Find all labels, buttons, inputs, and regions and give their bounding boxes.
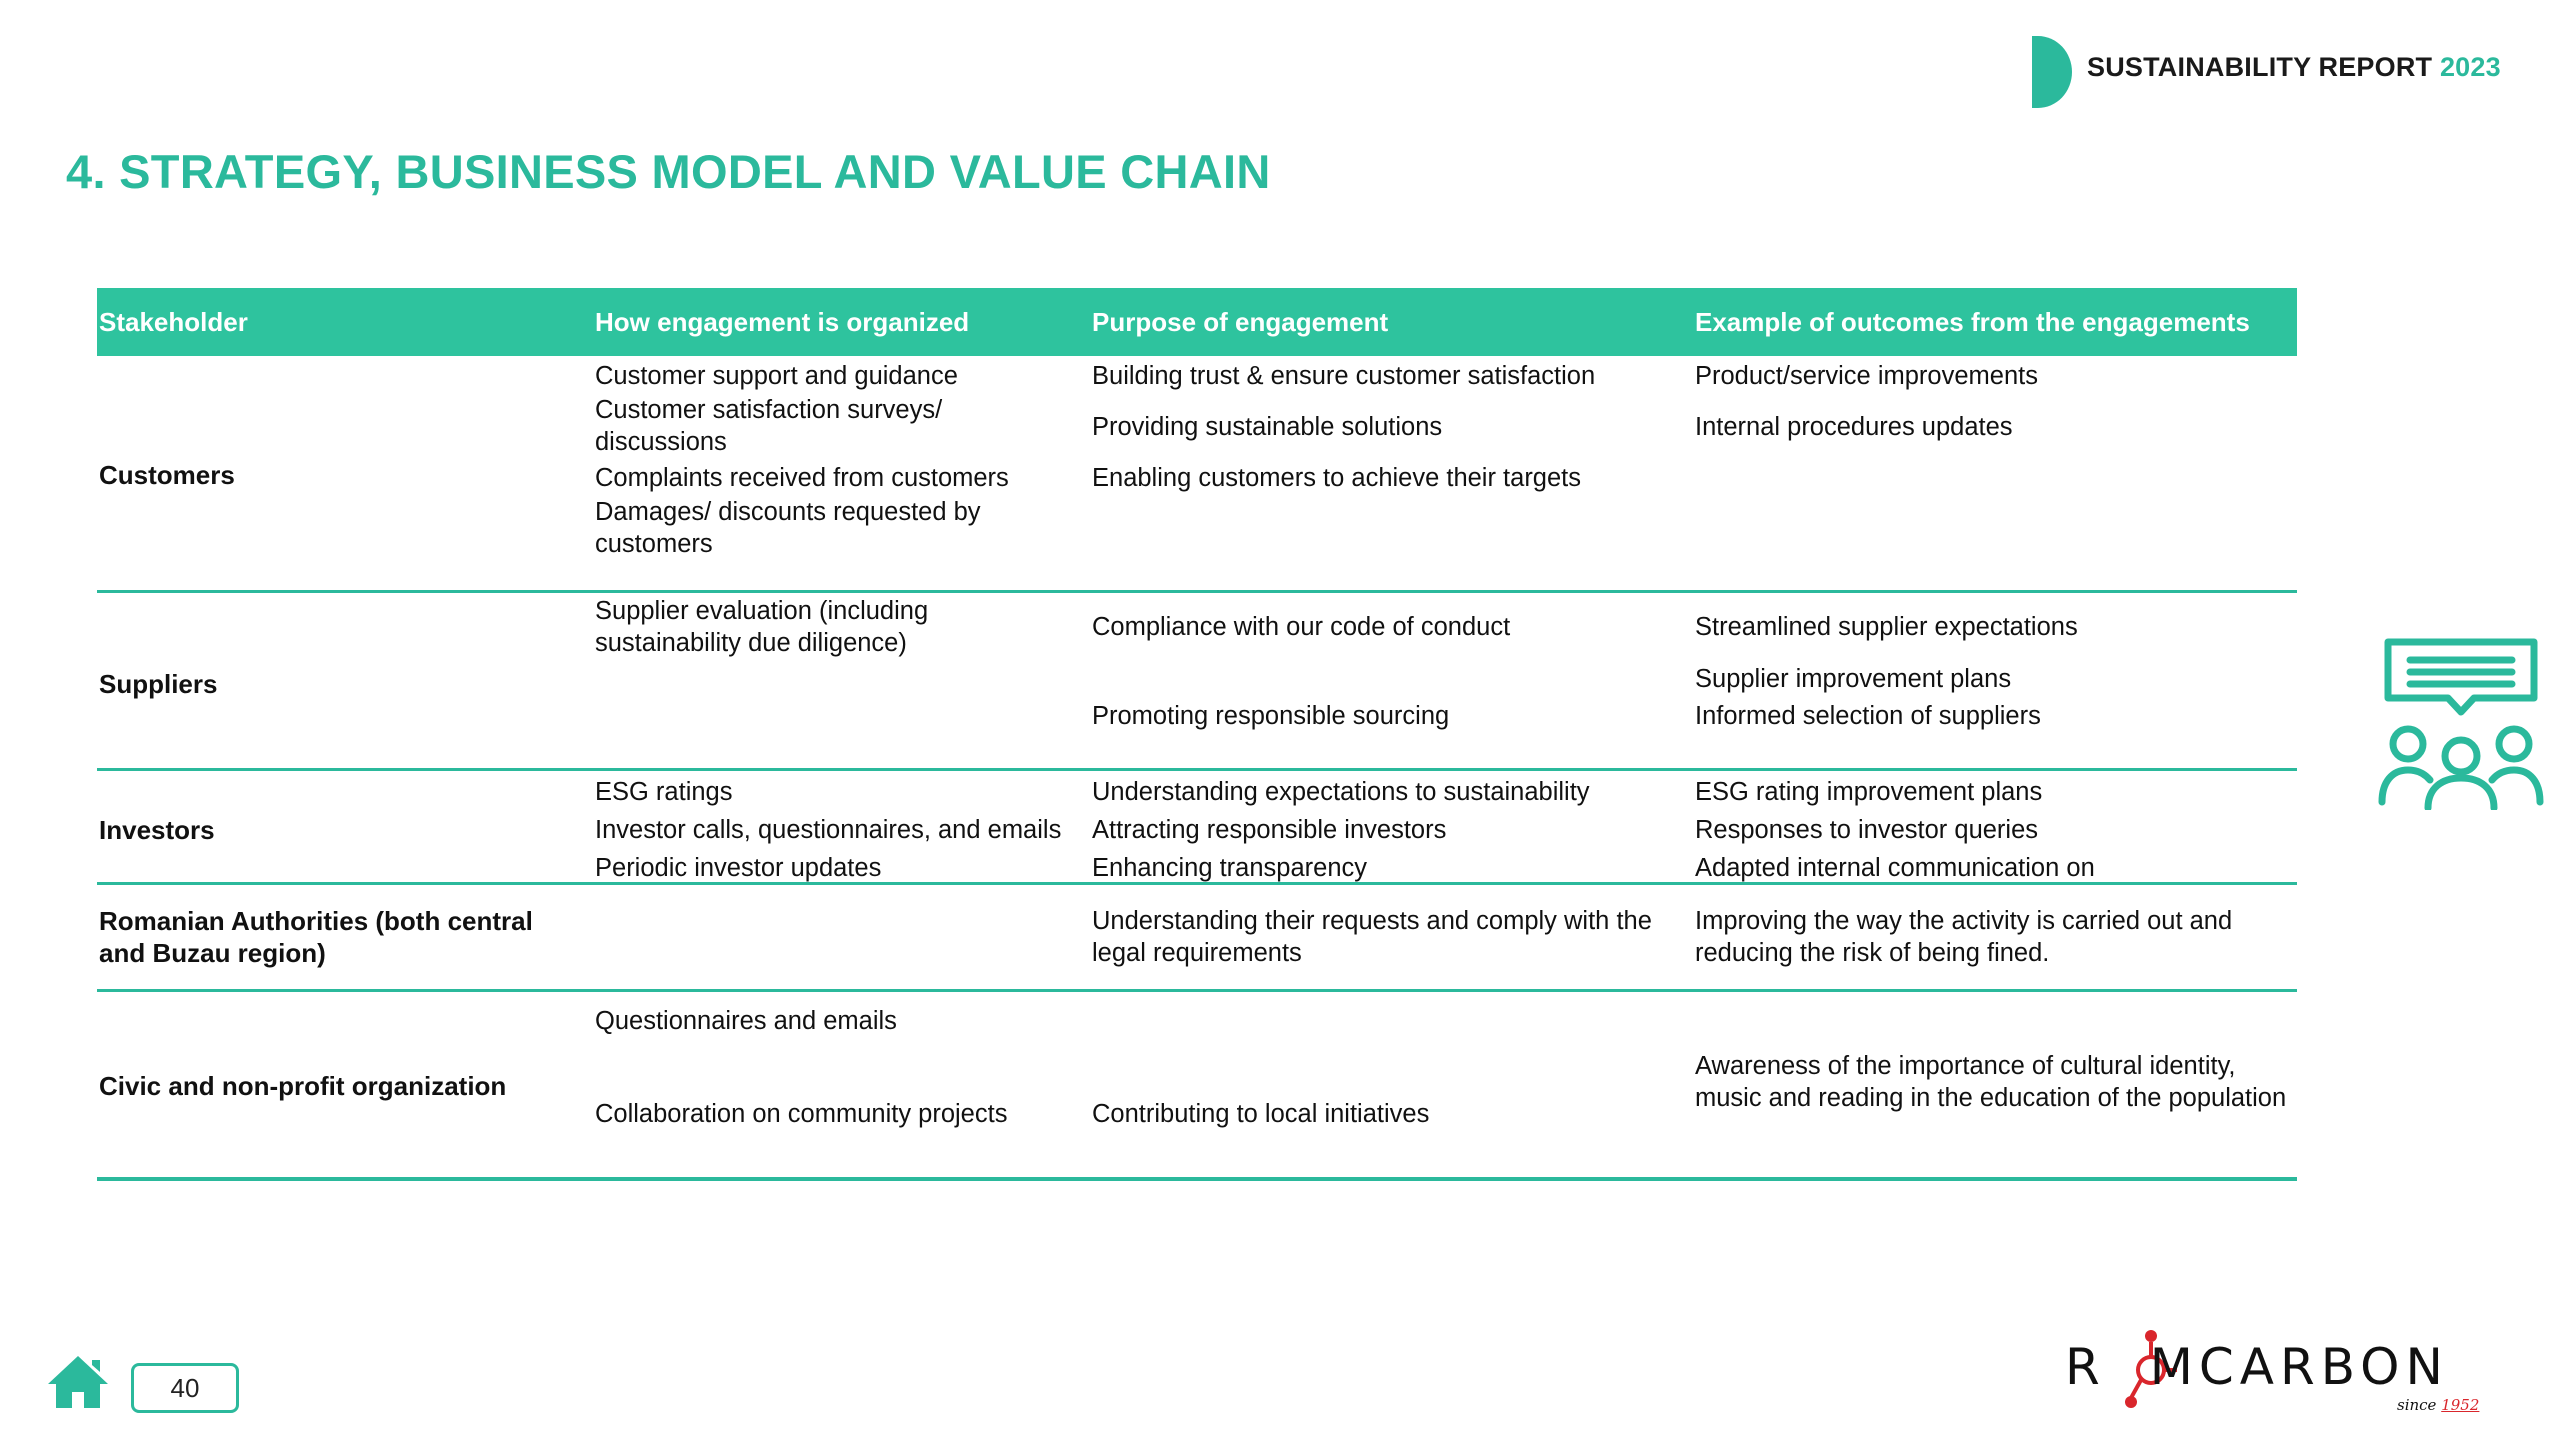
stakeholder-chat-icon [2378,638,2544,810]
table-bottom-border [97,1177,2297,1181]
row-divider [97,590,2297,593]
purpose-item: Providing sustainable solutions [1092,413,1443,441]
stakeholder-cell: Investors [99,815,215,845]
logo-since-word: since [2397,1396,2437,1414]
report-year: 2023 [2439,52,2501,82]
outcome-item: Informed selection of suppliers [1695,702,2041,730]
outcome-item: Supplier improvement plans [1695,665,2012,693]
row-divider [97,882,2297,885]
purpose-item: Understanding expectations to sustainabi… [1092,778,1590,806]
stakeholder-cell: Civic and non-profit organization [99,1071,507,1101]
stakeholder-cell: Suppliers [99,669,218,699]
outcome-item: Internal procedures updates [1695,413,2013,441]
outcome-item: Adapted internal communication on [1695,854,2095,882]
outcome-item: Responses to investor queries [1695,816,2039,844]
column-header-stakeholder: Stakeholder [99,307,248,337]
purpose-item: Attracting responsible investors [1092,816,1447,844]
outcome-item: Awareness of the importance of cultural … [1695,1052,2287,1112]
stakeholder-cell: Customers [99,460,235,490]
outcome-item: ESG rating improvement plans [1695,778,2043,806]
how-item: Customer support and guidance [595,362,958,390]
how-item: Damages/ discounts requested by customer… [595,498,981,558]
purpose-item: Contributing to local initiatives [1092,1100,1430,1128]
column-header-outcomes: Example of outcomes from the engagements [1695,307,2250,337]
outcome-item: Streamlined supplier expectations [1695,613,2078,641]
row-divider [97,768,2297,771]
stakeholder-cell: Romanian Authorities (both central and B… [99,906,533,968]
outcome-item: Product/service improvements [1695,362,2038,390]
how-item: ESG ratings [595,778,733,806]
column-header-how: How engagement is organized [595,307,970,337]
purpose-item: Building trust & ensure customer satisfa… [1092,362,1596,390]
report-label: SUSTAINABILITY REPORT [2087,52,2433,82]
header-badge-icon [2032,36,2072,108]
table-header: Stakeholder How engagement is organized … [97,288,2297,356]
logo-since: since 1952 [2397,1396,2479,1414]
purpose-item: Enabling customers to achieve their targ… [1092,464,1582,492]
how-item: Questionnaires and emails [595,1007,897,1035]
column-header-purpose: Purpose of engagement [1092,307,1389,337]
how-item: Periodic investor updates [595,854,882,882]
page-number: 40 [131,1363,239,1413]
logo-text: R MCARBON [2065,1338,2449,1396]
outcome-item: Improving the way the activity is carrie… [1695,907,2233,967]
logo-molecule-icon [2125,1330,2177,1408]
page-title: 4. STRATEGY, BUSINESS MODEL AND VALUE CH… [66,145,1271,198]
logo-text-part: R [2065,1338,2106,1396]
company-logo: R MCARBON since 1952 [2065,1328,2485,1418]
home-icon[interactable] [46,1354,110,1410]
how-item: Complaints received from customers [595,464,1009,492]
purpose-item: Enhancing transparency [1092,854,1368,882]
logo-text-part: MCARBON [2149,1338,2449,1396]
report-title: SUSTAINABILITY REPORT 2023 [2087,52,2501,83]
how-item: Customer satisfaction surveys/ discussio… [595,396,943,456]
row-divider [97,989,2297,992]
logo-since-year: 1952 [2441,1396,2480,1414]
purpose-item: Compliance with our code of conduct [1092,613,1511,641]
how-item: Supplier evaluation (including sustainab… [595,597,929,657]
purpose-item: Understanding their requests and comply … [1092,907,1652,967]
purpose-item: Promoting responsible sourcing [1092,702,1450,730]
how-item: Investor calls, questionnaires, and emai… [595,816,1062,844]
how-item: Collaboration on community projects [595,1100,1008,1128]
